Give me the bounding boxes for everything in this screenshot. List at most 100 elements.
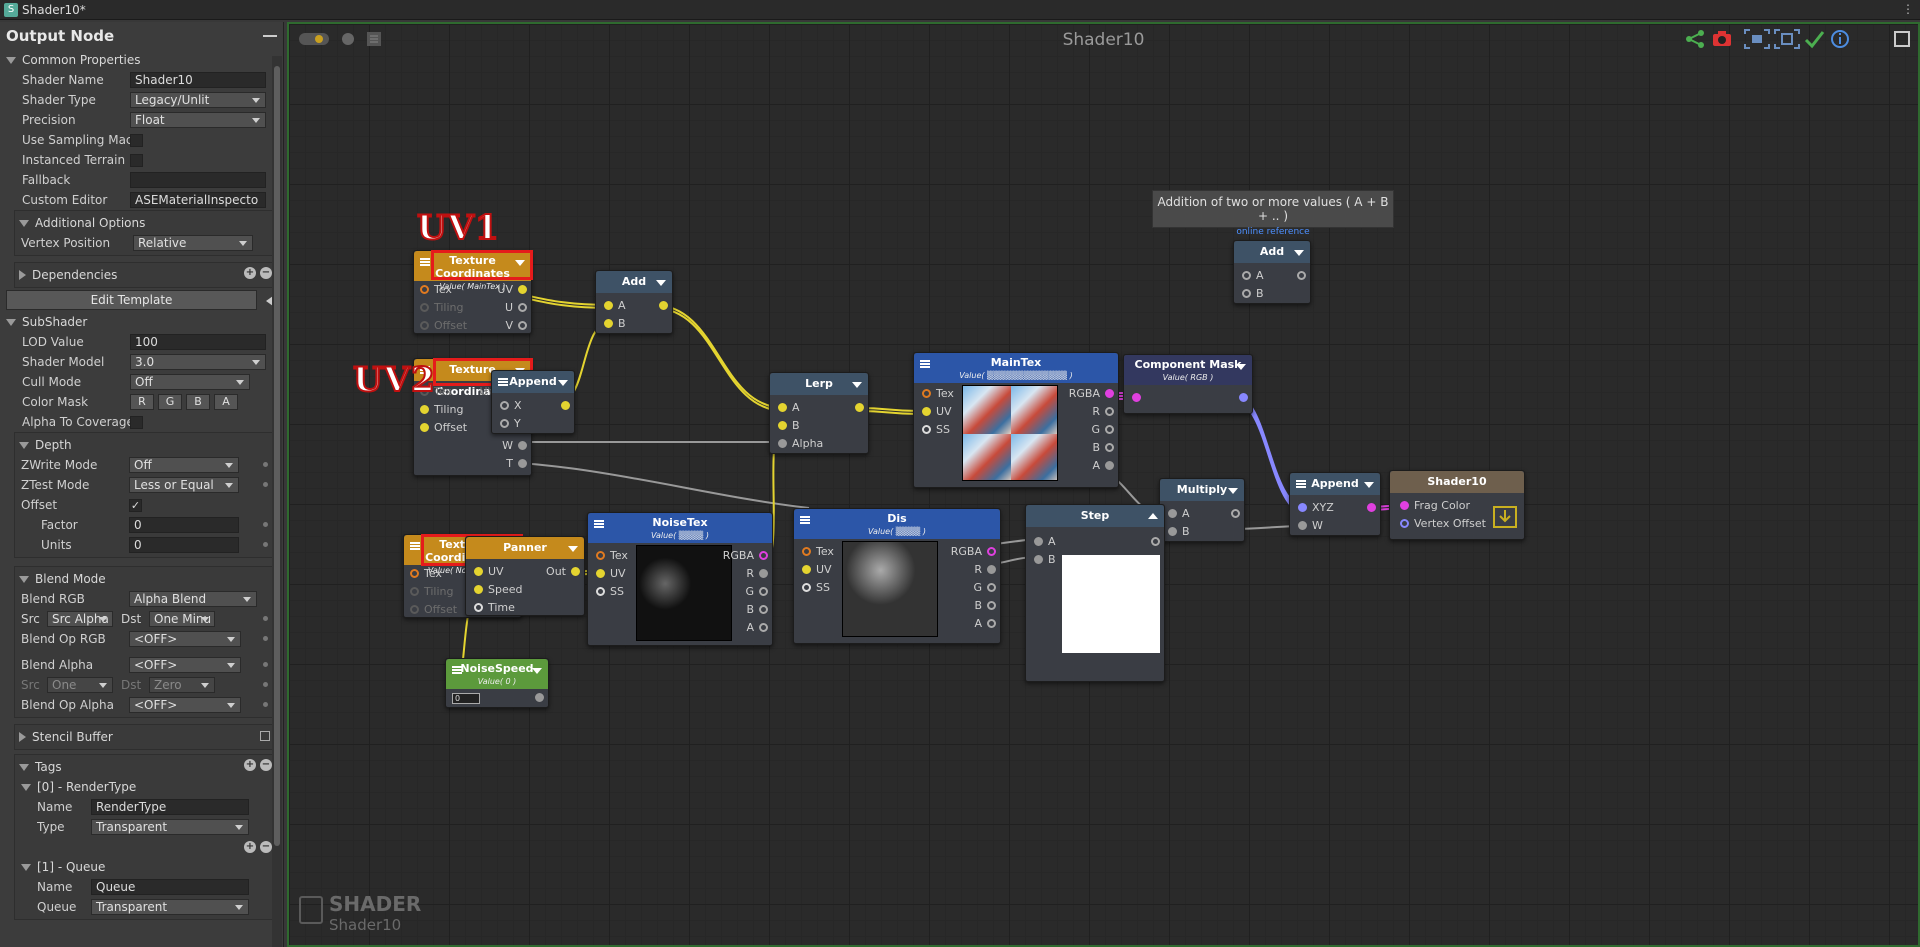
dropdown-arrow-icon[interactable] xyxy=(1236,364,1246,370)
pin-b[interactable]: B xyxy=(604,317,626,330)
add-node-2[interactable]: Add A B xyxy=(1233,240,1311,304)
pin-b[interactable]: B xyxy=(1168,525,1190,538)
pin-tiling[interactable]: Tiling xyxy=(420,403,464,416)
pin-a-out[interactable]: A xyxy=(1092,459,1114,472)
pin-b[interactable]: B xyxy=(1034,553,1056,566)
focus-selection-icon[interactable] xyxy=(1743,28,1771,50)
pin-a[interactable]: A xyxy=(778,401,800,414)
pin-g-out[interactable]: G xyxy=(1091,423,1114,436)
append-node-2[interactable]: Append XYZ W xyxy=(1289,472,1381,536)
remove-tag-icon[interactable]: − xyxy=(260,759,272,771)
arrow-left-icon[interactable] xyxy=(266,296,273,306)
dropdown-arrow-icon[interactable] xyxy=(515,260,525,266)
alpha-coverage-checkbox[interactable] xyxy=(130,415,143,429)
vertex-position-dropdown[interactable]: Relative xyxy=(133,235,253,251)
inline-port-dot[interactable] xyxy=(263,702,268,707)
pin-b[interactable]: B xyxy=(778,419,800,432)
panel-scrollbar[interactable] xyxy=(272,56,282,947)
cull-mode-dropdown[interactable]: Off xyxy=(130,374,250,390)
pin-rgba-out[interactable]: RGBA xyxy=(951,545,996,558)
dropdown-arrow-icon[interactable] xyxy=(532,668,542,674)
menu-icon[interactable] xyxy=(800,516,810,524)
pin-time[interactable]: Time xyxy=(474,601,515,614)
dropdown-arrow-icon[interactable] xyxy=(1228,488,1238,494)
offset-checkbox[interactable]: ✓ xyxy=(129,498,142,512)
section-tags[interactable]: Tags xyxy=(15,757,274,777)
pin-t-out[interactable]: T xyxy=(506,457,527,470)
pin-b-out[interactable]: B xyxy=(974,599,996,612)
tag-0-type-dropdown[interactable]: Transparent xyxy=(91,819,249,835)
tag-1-queue-dropdown[interactable]: Transparent xyxy=(91,899,249,915)
share-icon[interactable] xyxy=(1684,28,1706,50)
inline-port-dot[interactable] xyxy=(263,482,268,487)
shader-name-field[interactable]: Shader10 xyxy=(130,72,266,88)
tag-1-header[interactable]: [1] - Queue xyxy=(15,857,274,877)
tag-0-header[interactable]: [0] - RenderType xyxy=(15,777,274,797)
pin-r-out[interactable]: R xyxy=(974,563,996,576)
inline-port-dot[interactable] xyxy=(263,682,268,687)
pin-tex[interactable]: Tex xyxy=(802,545,834,558)
add-node-1[interactable]: Add A B xyxy=(595,270,673,334)
pin-uv[interactable]: UV xyxy=(474,565,504,578)
lerp-node[interactable]: Lerp A B Alpha xyxy=(769,372,869,454)
section-blend-mode[interactable]: Blend Mode xyxy=(15,569,274,589)
pin-speed[interactable]: Speed xyxy=(474,583,522,596)
pin-offset[interactable]: Offset xyxy=(420,319,467,332)
edit-template-button[interactable]: Edit Template xyxy=(6,290,257,310)
alpha-dst-dropdown[interactable]: Zero xyxy=(149,677,215,693)
pin-tiling[interactable]: Tiling xyxy=(410,585,454,598)
menu-icon[interactable] xyxy=(920,360,930,368)
pin-v-out[interactable]: V xyxy=(505,319,527,332)
remove-dependency-icon[interactable]: − xyxy=(260,267,272,279)
pin-ss[interactable]: SS xyxy=(596,585,624,598)
pin-x[interactable]: X xyxy=(500,399,522,412)
alpha-src-dropdown[interactable]: One xyxy=(47,677,113,693)
pin-ss[interactable]: SS xyxy=(802,581,830,594)
step-node[interactable]: Step A B xyxy=(1025,504,1165,682)
clean-nodes-icon[interactable] xyxy=(363,28,385,50)
pin-tex[interactable]: Tex xyxy=(420,385,452,398)
pin-w-out[interactable]: W xyxy=(502,439,527,452)
pin-frag-color[interactable]: Frag Color xyxy=(1400,499,1470,512)
pin-a[interactable]: A xyxy=(1034,535,1056,548)
pin-a[interactable]: A xyxy=(1168,507,1190,520)
section-subshader[interactable]: SubShader xyxy=(0,312,283,332)
wire-check-icon[interactable] xyxy=(1803,28,1825,50)
mask-r-button[interactable]: R xyxy=(130,394,154,410)
pin-y[interactable]: Y xyxy=(500,417,521,430)
blend-op-rgb-dropdown[interactable]: <OFF> xyxy=(129,631,241,647)
custom-editor-field[interactable]: ASEMaterialInspecto xyxy=(130,192,266,208)
factor-field[interactable]: 0 xyxy=(129,517,239,533)
pin-rgba-out[interactable]: RGBA xyxy=(1069,387,1114,400)
inline-port-dot[interactable] xyxy=(263,522,268,527)
shader-model-dropdown[interactable]: 3.0 xyxy=(130,354,266,370)
pin-offset[interactable]: Offset xyxy=(420,421,467,434)
zwrite-dropdown[interactable]: Off xyxy=(129,457,239,473)
menu-icon[interactable] xyxy=(420,258,430,266)
inline-port-dot[interactable] xyxy=(263,462,268,467)
pin-tex[interactable]: Tex xyxy=(410,567,442,580)
pin-tex[interactable]: Tex xyxy=(596,549,628,562)
pin-a[interactable]: A xyxy=(604,299,626,312)
pin-uv-out[interactable]: UV xyxy=(497,283,527,296)
section-additional-options[interactable]: Additional Options xyxy=(15,213,274,233)
sampling-checkbox[interactable] xyxy=(130,133,143,147)
info-icon[interactable] xyxy=(1829,28,1851,50)
shader-type-dropdown[interactable]: Legacy/Unlit xyxy=(130,92,266,108)
pin-offset[interactable]: Offset xyxy=(410,603,457,616)
mask-g-button[interactable]: G xyxy=(158,394,182,410)
menu-icon[interactable] xyxy=(410,542,420,550)
pin-xyz[interactable]: XYZ xyxy=(1298,501,1334,514)
scrollbar-thumb[interactable] xyxy=(274,66,280,846)
inline-port-dot[interactable] xyxy=(263,662,268,667)
pin-b-out[interactable]: B xyxy=(746,603,768,616)
pin-uv[interactable]: UV xyxy=(596,567,626,580)
remove-tag-entry-icon[interactable]: − xyxy=(260,841,272,853)
pin-a-out[interactable]: A xyxy=(974,617,996,630)
section-stencil-buffer[interactable]: Stencil Buffer xyxy=(15,727,274,747)
pin-rgba-out[interactable]: RGBA xyxy=(723,549,768,562)
pin-tex[interactable]: Tex xyxy=(420,283,452,296)
minimize-icon[interactable] xyxy=(263,35,277,37)
camera-icon[interactable] xyxy=(1711,28,1733,50)
